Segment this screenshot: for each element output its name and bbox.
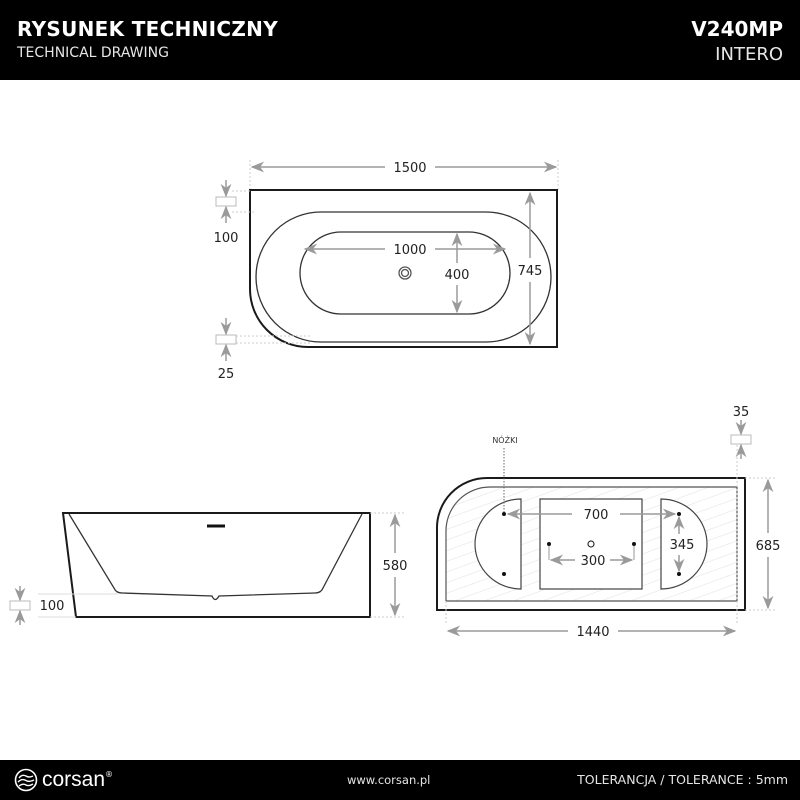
website-link[interactable]: www.corsan.pl <box>347 773 431 787</box>
top-view: 1500 1000 400 745 100 <box>214 160 559 382</box>
tolerance-note: TOLERANCJA / TOLERANCE : 5mm <box>577 772 788 787</box>
corsan-logo[interactable]: corsan ® <box>14 768 113 792</box>
dim-overall-length: 1500 <box>393 161 426 176</box>
dim-rim-bottom: 25 <box>218 367 235 382</box>
dim-drain-spacing: 300 <box>581 554 606 569</box>
dim-feet-spacing: 700 <box>584 508 609 523</box>
dim-height: 580 <box>383 559 408 574</box>
registered-mark: ® <box>105 769 114 779</box>
model-code: V240MP <box>691 17 783 41</box>
series-name: INTERO <box>715 44 783 65</box>
dim-feet-depth: 345 <box>670 538 695 553</box>
drain-icon <box>398 266 412 280</box>
label-feet: NÓŻKI <box>492 434 517 445</box>
footer-bar: corsan ® www.corsan.pl TOLERANCJA / TOLE… <box>0 760 800 800</box>
title-en: TECHNICAL DRAWING <box>17 45 169 61</box>
title-pl: RYSUNEK TECHNICZNY <box>17 17 278 41</box>
header-bar: RYSUNEK TECHNICZNY TECHNICAL DRAWING V24… <box>0 0 800 80</box>
dim-overall-width-bottom: 685 <box>756 539 781 554</box>
dim-overall-length-bottom: 1440 <box>576 625 609 640</box>
dim-inner-width: 400 <box>445 268 470 283</box>
bottom-view: NÓŻKI 700 300 345 685 35 1440 <box>435 405 781 640</box>
drain-icon <box>587 540 595 548</box>
brand-name: corsan <box>42 768 106 791</box>
dim-rim-top: 100 <box>214 231 239 246</box>
dim-offset: 35 <box>733 405 750 420</box>
dim-base-offset: 100 <box>40 599 65 614</box>
side-view: 580 100 <box>9 512 408 625</box>
technical-drawing: 1500 1000 400 745 100 <box>9 160 781 640</box>
wave-logo-icon <box>14 768 38 792</box>
dim-overall-width: 745 <box>518 264 543 279</box>
dim-inner-length: 1000 <box>393 243 426 258</box>
